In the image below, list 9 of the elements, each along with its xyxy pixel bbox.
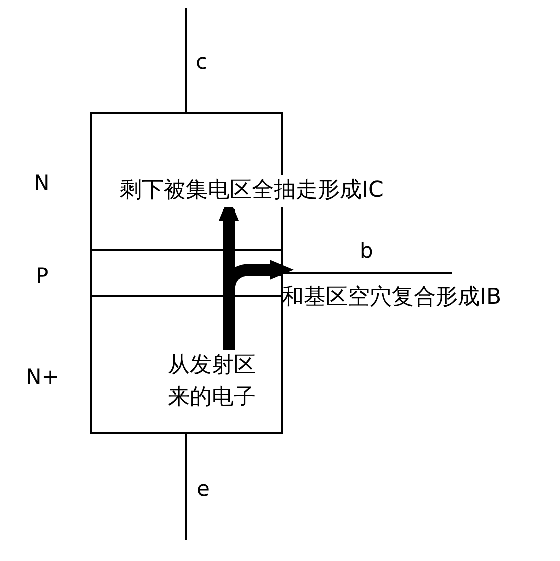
terminal-label: e: [197, 477, 210, 501]
annotation-text: 剩下被集电区全抽走形成IC: [120, 175, 384, 207]
annotation-text: 从发射区来的电子: [168, 350, 264, 414]
annotation-text: 和基区空穴复合形成IB: [282, 282, 502, 314]
region-label: P: [36, 264, 49, 288]
region-label: N+: [26, 365, 60, 389]
terminal-label: b: [360, 239, 374, 263]
region-label: N: [34, 171, 50, 195]
terminal-label: c: [196, 50, 208, 74]
